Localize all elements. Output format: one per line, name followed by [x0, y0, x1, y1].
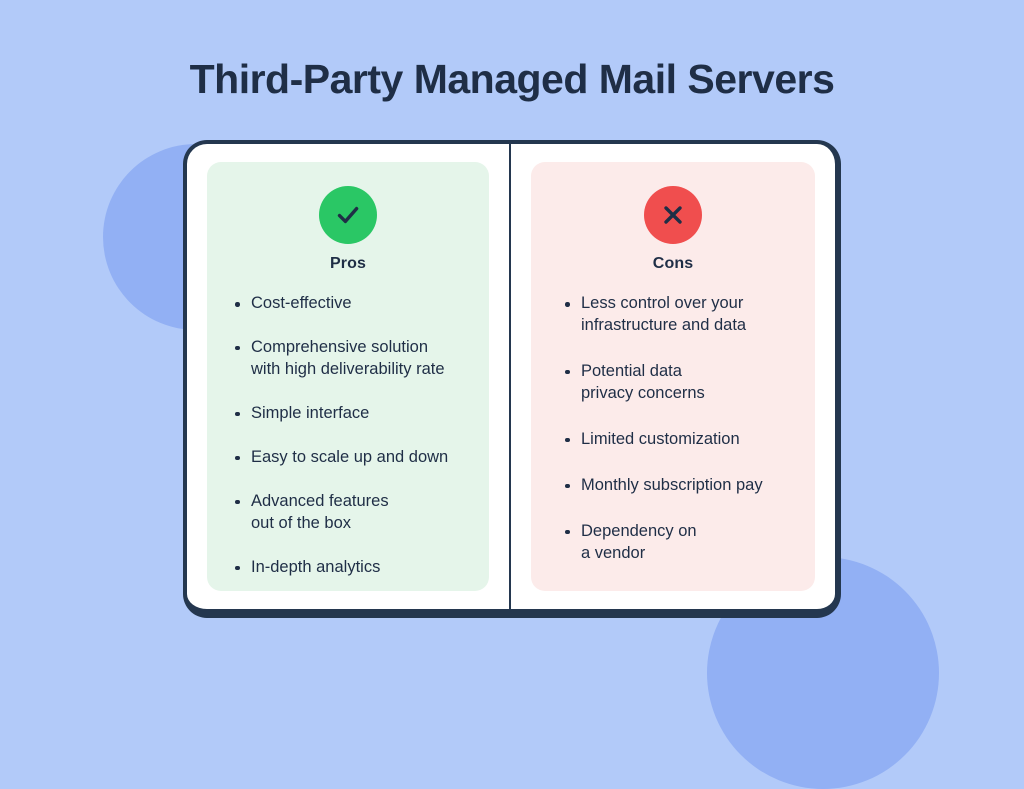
list-item: Simple interface [231, 403, 473, 425]
close-icon [656, 198, 690, 232]
page-title: Third-Party Managed Mail Servers [189, 56, 835, 102]
list-item: Limited customization [561, 429, 799, 451]
list-item: Cost-effective [231, 293, 473, 315]
pros-heading: Pros [330, 255, 366, 272]
pros-badge [319, 186, 377, 244]
list-item: Easy to scale up and down [231, 447, 473, 469]
check-icon [331, 198, 365, 232]
cons-badge [644, 186, 702, 244]
list-item: Monthly subscription pay [561, 475, 799, 497]
cons-heading: Cons [652, 255, 694, 272]
list-item: In-depth analytics [231, 557, 473, 579]
pros-badge-group: Pros [223, 186, 473, 273]
cons-badge-group: Cons [547, 186, 799, 273]
